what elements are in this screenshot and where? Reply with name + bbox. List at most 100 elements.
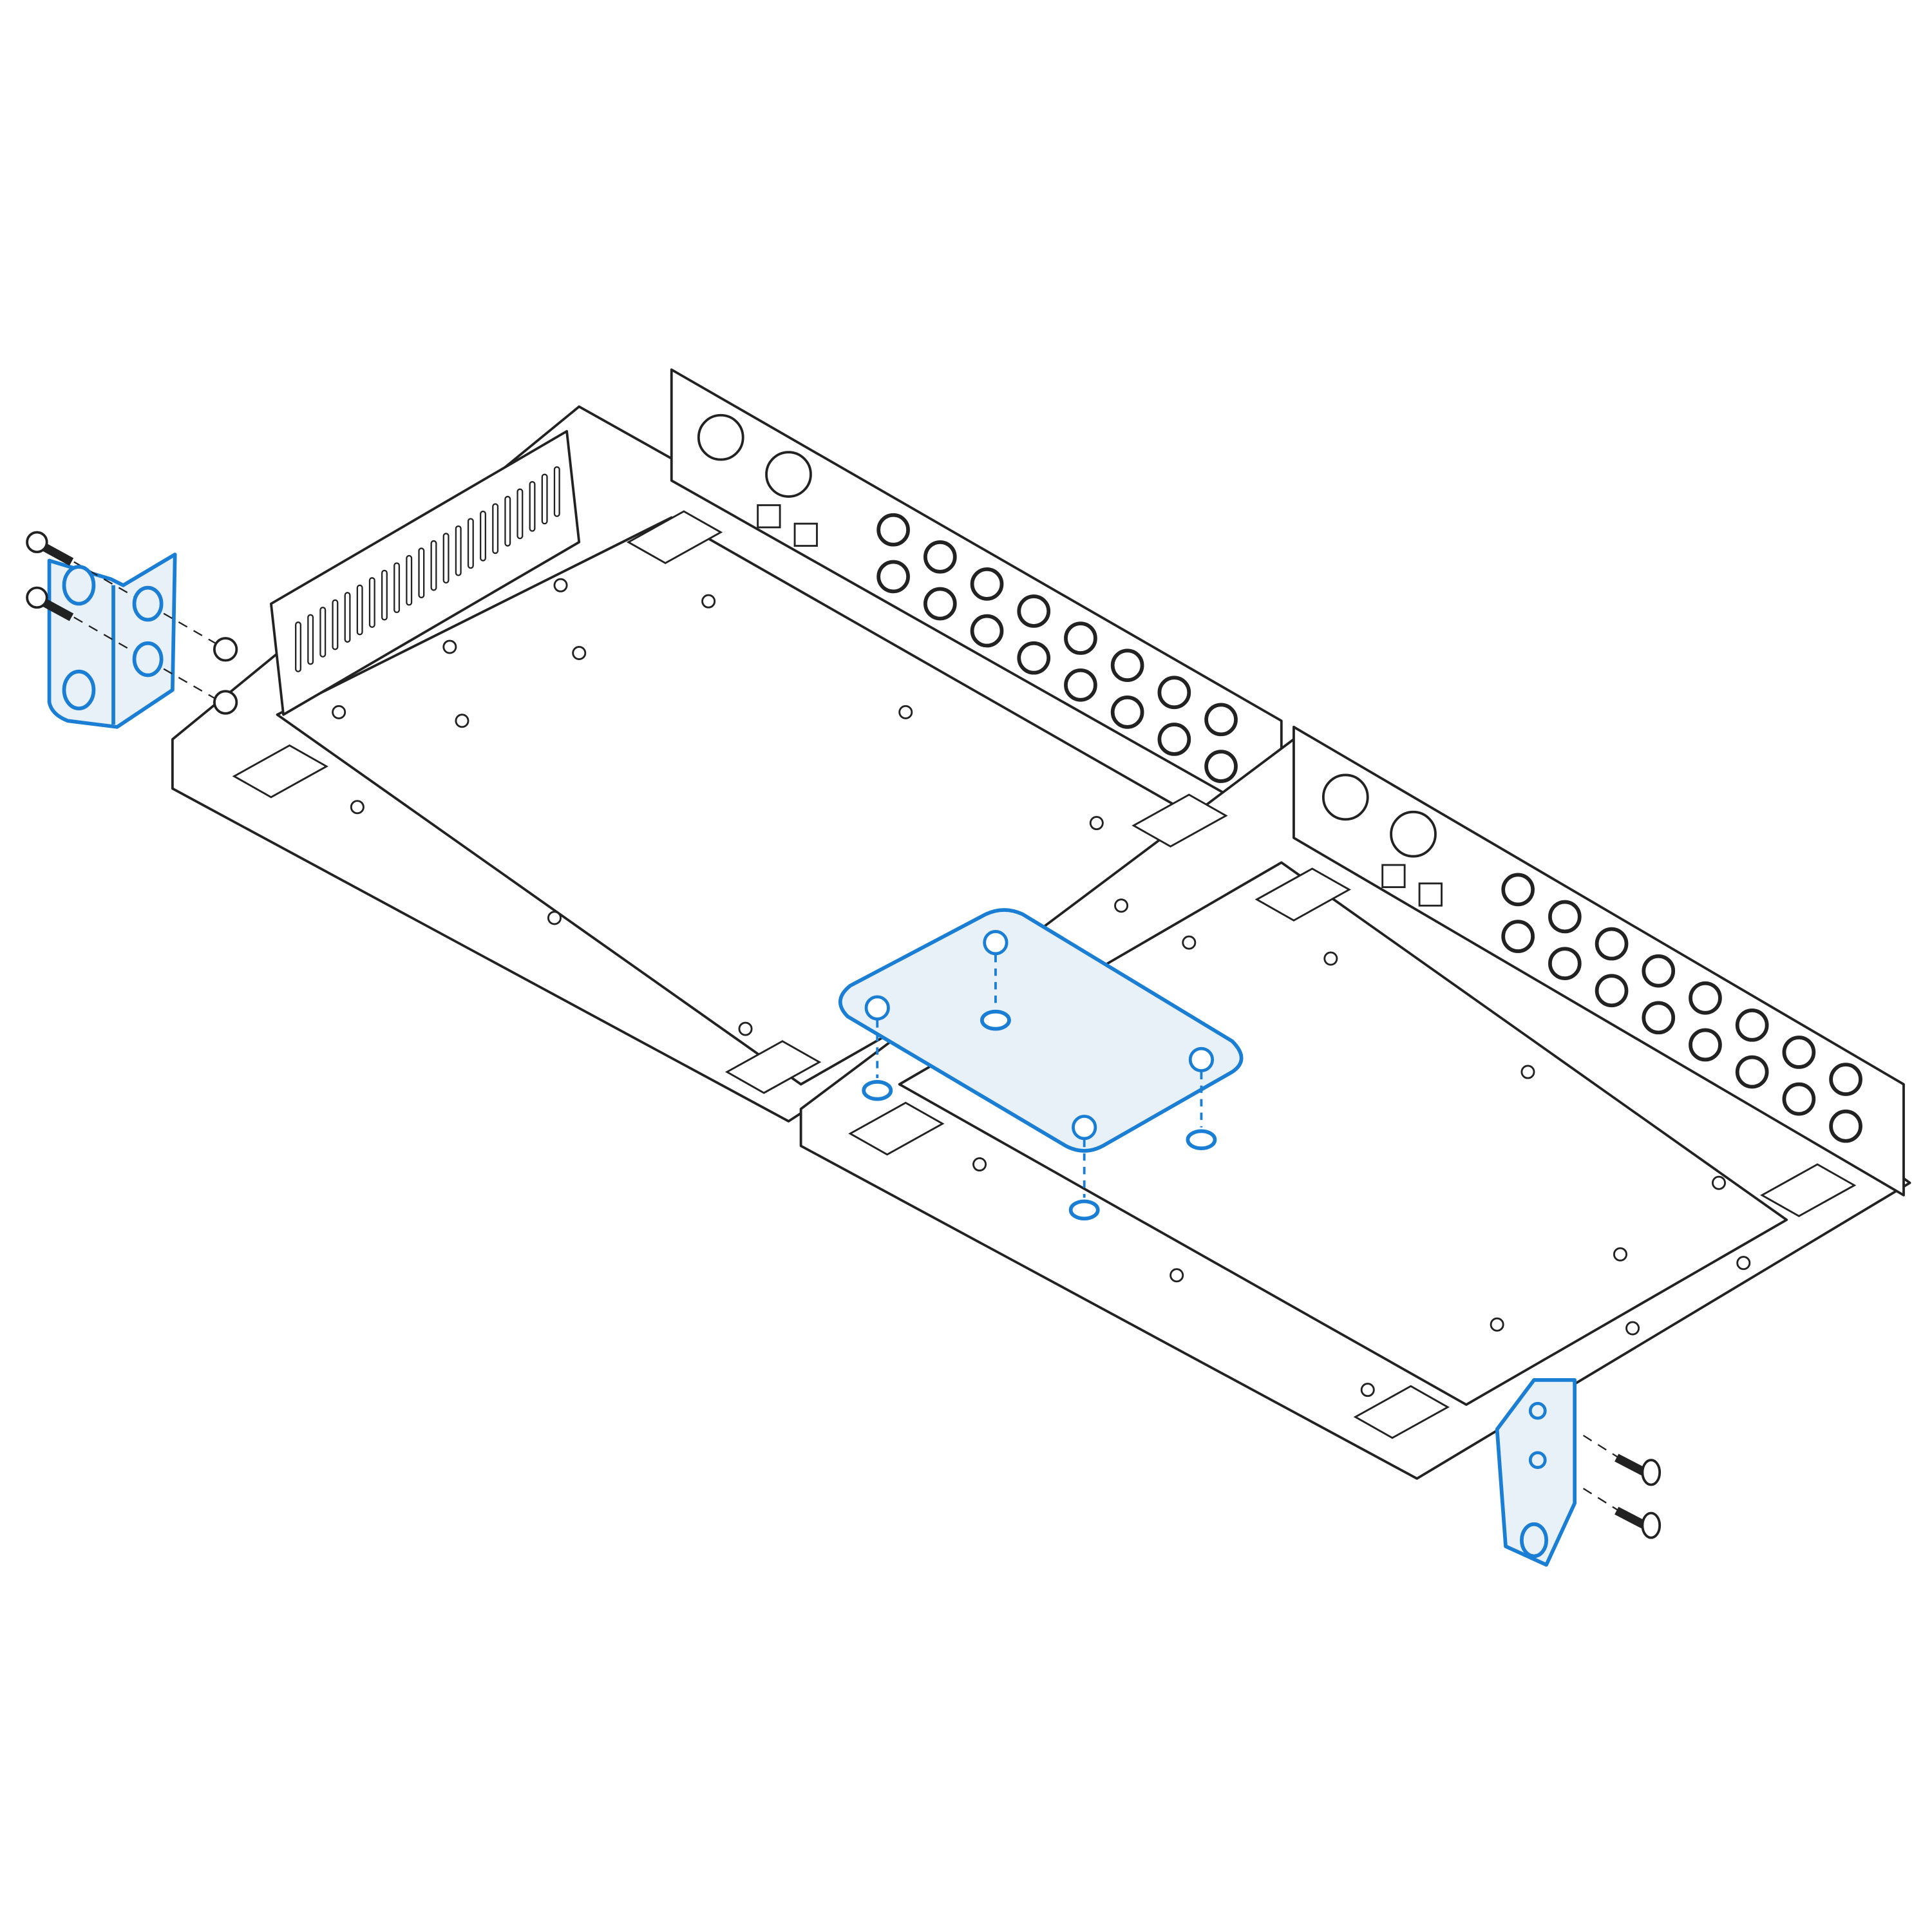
jack-icon bbox=[1782, 1082, 1816, 1116]
vent-slot bbox=[516, 488, 524, 540]
jack-icon bbox=[1501, 920, 1535, 953]
vent-slot bbox=[368, 577, 375, 628]
mounting-hole-icon bbox=[1528, 1401, 1547, 1420]
jack-icon bbox=[923, 587, 957, 621]
ethernet-port-icon bbox=[793, 522, 818, 547]
jack-icon bbox=[1548, 900, 1582, 934]
screw-shaft bbox=[42, 598, 74, 621]
jack-icon bbox=[1642, 1001, 1676, 1035]
midi-port-icon bbox=[1321, 773, 1369, 821]
plate-hole-icon bbox=[1072, 1115, 1097, 1141]
vent-slot bbox=[418, 547, 425, 599]
plate-hole-icon bbox=[864, 995, 890, 1021]
jack-icon bbox=[1595, 974, 1629, 1008]
rear-unit-jacks bbox=[697, 413, 1238, 783]
screw-icon bbox=[455, 714, 469, 728]
screw-icon bbox=[332, 705, 346, 719]
vent-slot bbox=[529, 480, 536, 532]
mounting-hole-icon bbox=[213, 637, 238, 662]
vent-slot bbox=[430, 540, 437, 591]
front-unit bbox=[799, 725, 1911, 1480]
rack-ear-screws bbox=[26, 531, 1662, 1558]
screw-icon bbox=[547, 911, 562, 925]
screw-icon bbox=[701, 594, 716, 609]
vent-slot bbox=[307, 614, 314, 665]
jack-icon bbox=[1642, 954, 1676, 988]
screw-icon bbox=[1520, 1065, 1535, 1079]
rubber-foot-icon bbox=[848, 1101, 945, 1156]
midi-port-icon bbox=[697, 413, 744, 461]
screw-icon bbox=[1641, 1459, 1662, 1486]
jack-icon bbox=[1829, 1063, 1862, 1096]
jack-icon bbox=[1204, 703, 1238, 737]
screw-icon bbox=[898, 705, 913, 719]
mounting-hole-icon bbox=[1528, 1451, 1547, 1470]
screw-icon bbox=[1712, 1175, 1727, 1190]
vent-slot bbox=[455, 525, 462, 576]
jack-icon bbox=[1064, 668, 1097, 702]
right-rack-ear-body bbox=[1495, 1378, 1577, 1567]
vent-slots bbox=[295, 466, 560, 672]
mounting-hole-icon bbox=[213, 690, 238, 715]
plate-hole-icon bbox=[983, 930, 1009, 956]
chassis-screws bbox=[332, 578, 1751, 1397]
screw-icon bbox=[442, 639, 457, 654]
midi-port-icon bbox=[765, 451, 812, 498]
jack-icon bbox=[1735, 1055, 1769, 1089]
rubber-foot-icon bbox=[232, 744, 328, 799]
screw-icon bbox=[553, 578, 568, 592]
jack-icon bbox=[1110, 696, 1144, 729]
vent-slot bbox=[541, 473, 548, 525]
rubber-foot-icon bbox=[724, 1040, 822, 1094]
screw-icon bbox=[1490, 1317, 1504, 1332]
mounting-hole-icon bbox=[132, 585, 164, 622]
screw-icon bbox=[1170, 1268, 1184, 1283]
jack-icon bbox=[1782, 1036, 1816, 1069]
vent-slot bbox=[356, 584, 363, 636]
screw-icon bbox=[1736, 1256, 1751, 1271]
jack-icon bbox=[1017, 594, 1051, 628]
jack-icon bbox=[1689, 1028, 1722, 1062]
screw-shaft bbox=[1615, 1506, 1647, 1530]
jack-icon bbox=[1204, 750, 1238, 783]
screw-shaft bbox=[1615, 1454, 1647, 1477]
vent-slot bbox=[442, 533, 450, 584]
slot-hole-icon bbox=[62, 669, 96, 710]
vent-slot bbox=[406, 554, 413, 606]
mounting-hole-icon bbox=[132, 641, 164, 677]
vent-slot bbox=[504, 495, 511, 547]
screw-icon bbox=[1360, 1383, 1375, 1397]
ethernet-port-icon bbox=[1381, 864, 1406, 888]
screw-icon bbox=[1625, 1321, 1640, 1336]
jack-icon bbox=[1735, 1009, 1769, 1042]
ethernet-port-icon bbox=[757, 504, 781, 529]
jack-icon bbox=[876, 560, 910, 594]
vent-slot bbox=[492, 503, 499, 554]
screw-icon bbox=[1114, 898, 1129, 913]
slot-hole-icon bbox=[1520, 1522, 1549, 1558]
alignment-line bbox=[73, 561, 222, 648]
jack-icon bbox=[876, 513, 910, 547]
screw-icon bbox=[1068, 1199, 1100, 1221]
vent-slot bbox=[553, 466, 560, 517]
jack-icon bbox=[1829, 1109, 1862, 1143]
screw-icon bbox=[738, 1021, 753, 1036]
jack-icon bbox=[1157, 723, 1191, 756]
vent-slot bbox=[381, 569, 388, 621]
jack-icon bbox=[1017, 641, 1051, 675]
slot-hole-icon bbox=[62, 565, 96, 606]
right-rack-ear bbox=[1495, 1378, 1577, 1567]
rubber-feet bbox=[232, 510, 1857, 1439]
screw-icon bbox=[26, 531, 48, 554]
rubber-foot-icon bbox=[1353, 1385, 1450, 1439]
screw-shaft bbox=[42, 543, 74, 566]
jack-icon bbox=[1689, 981, 1722, 1015]
screw-icon bbox=[1323, 951, 1338, 966]
ethernet-port-icon bbox=[1418, 882, 1443, 907]
jack-icon bbox=[1548, 947, 1582, 981]
jack-icon bbox=[1064, 621, 1097, 655]
screw-icon bbox=[350, 800, 365, 815]
front-unit-jacks bbox=[1321, 773, 1862, 1143]
plate-hole-icon bbox=[1188, 1046, 1215, 1073]
